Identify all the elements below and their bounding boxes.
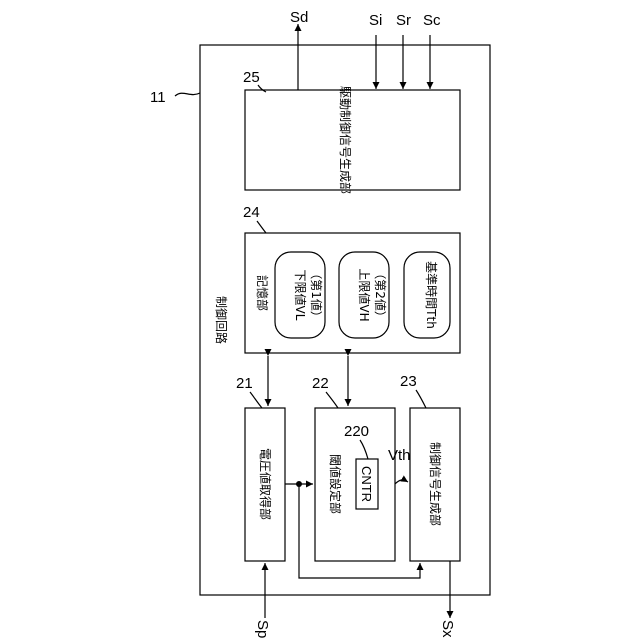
drive-label: 駆動制御信号生成部 [338, 86, 353, 194]
sx-label: Sx [439, 620, 456, 638]
ref-21: 21 [236, 375, 253, 392]
sc-label: Sc [423, 12, 441, 29]
ref-time-label: 基準時間Tth [424, 261, 439, 329]
ref-11: 11 [150, 89, 166, 106]
lower-limit-label: 下限値VL [293, 270, 308, 321]
voltage-label: 電圧値取得部 [258, 448, 273, 520]
sd-label: Sd [290, 9, 308, 26]
sp-label: Sp [254, 620, 271, 638]
upper-limit-label: 上限値VH [357, 268, 372, 321]
counter-label: CNTR [359, 466, 374, 502]
ref-24: 24 [243, 204, 260, 221]
control-label: 制御信号生成部 [428, 442, 443, 526]
memory-label: 記憶部 [255, 275, 270, 311]
ref-25: 25 [243, 69, 260, 86]
si-label: Si [369, 12, 382, 29]
ref-220: 220 [344, 423, 369, 440]
threshold-label: 閾値設定部 [328, 454, 343, 514]
lower-limit-sub: （第1値） [309, 267, 324, 323]
sr-label: Sr [396, 12, 411, 29]
vth-label: Vth [388, 447, 411, 464]
circuit-label: 制御回路 [214, 296, 229, 344]
ref-22: 22 [312, 375, 329, 392]
upper-limit-sub: （第2値） [373, 267, 388, 323]
ref-23: 23 [400, 373, 417, 390]
leader-11 [175, 93, 200, 96]
